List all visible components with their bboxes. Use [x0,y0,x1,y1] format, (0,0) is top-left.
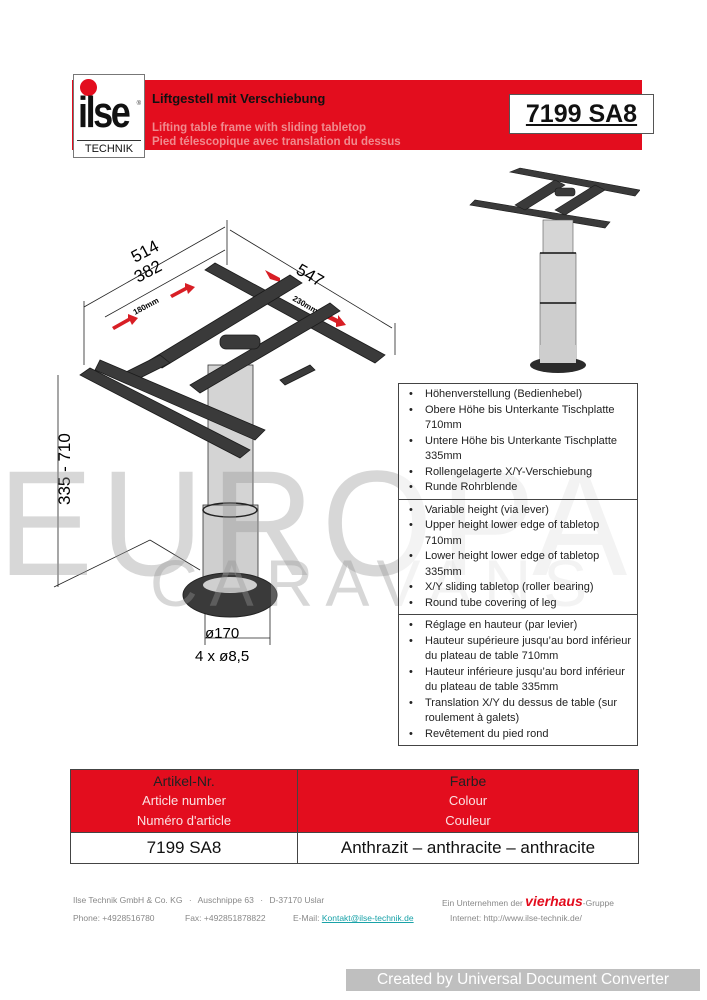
footer-city: D-37170 Uslar [269,895,325,905]
features-german: Höhenverstellung (Bedienhebel) Obere Höh… [399,384,637,500]
article-number-box: 7199 SA8 [509,94,654,134]
logo-red-dot-icon [80,79,97,96]
feature-item: X/Y sliding tabletop (roller bearing) [409,580,633,596]
feature-item: Lower height lower edge of tabletop 335m… [409,549,633,580]
features-french: Réglage en hauteur (par levier) Hauteur … [399,615,637,745]
footer-phone: Phone: +4928516780 [73,913,155,923]
footer-fax: Fax: +492851878822 [185,913,266,923]
email-link[interactable]: Kontakt@ilse-technik.de [321,913,414,923]
feature-item: Obere Höhe bis Unterkante Tischplatte 71… [409,403,633,434]
feature-item: Round tube covering of leg [409,596,633,612]
footer-group: Ein Unternehmen der vierhaus-Gruppe [442,893,614,909]
technical-drawing: 514 382 547 180mm 230mm 335 - 710 ø170 4… [53,220,396,665]
header-article-number: Artikel-Nr. Article number Numéro d'arti… [70,769,298,833]
feature-item: Revêtement du pied rond [409,727,633,743]
footer-street: Auschnippe 63 [197,895,254,905]
feature-item: Translation X/Y du dessus de table (sur … [409,696,633,727]
article-number: 7199 SA8 [525,100,638,128]
footer-company: Ilse Technik GmbH & Co. KG [73,895,183,905]
feature-item: Hauteur supérieure jusqu’au bord inférie… [409,634,633,665]
feature-item: Untere Höhe bis Unterkante Tischplatte 3… [409,434,633,465]
dim-holes: 4 x ø8,5 [195,648,249,665]
feature-item: Réglage en hauteur (par levier) [409,618,633,634]
converter-banner: Created by Universal Document Converter [346,969,700,991]
logo-registered-mark: ® [136,101,141,107]
footer-internet: Internet: http://www.ilse-technik.de/ [450,913,582,923]
title-french: Pied télescopique avec translation du de… [152,136,401,148]
slide-x: 180mm [132,296,161,317]
features-english: Variable height (via lever) Upper height… [399,500,637,615]
feature-item: Rollengelagerte X/Y-Verschiebung [409,465,633,481]
footer-email: E-Mail: Kontakt@ilse-technik.de [293,913,414,923]
logo-word: ilse [78,88,131,137]
title-english: Lifting table frame with sliding tableto… [152,122,367,134]
feature-item: Hauteur inférieure jusqu’au bord inférie… [409,665,633,696]
feature-item: Upper height lower edge of tabletop 710m… [409,518,633,549]
product-perspective-image [469,167,640,373]
header-colour: Farbe Colour Couleur [297,769,639,833]
footer-address: Ilse Technik GmbH & Co. KG · Auschnippe … [73,895,325,905]
title-german: Liftgestell mit Verschiebung [152,91,326,106]
logo-sub: TECHNIK [84,143,134,155]
ilse-technik-logo: ilse ® TECHNIK [73,74,145,158]
spec-table-header-row: Artikel-Nr. Article number Numéro d'arti… [70,769,639,833]
cell-colour: Anthrazit – anthracite – anthracite [297,832,639,864]
feature-item: Runde Rohrblende [409,480,633,496]
vierhaus-logo: vierhaus [525,893,583,909]
cell-article-number: 7199 SA8 [70,832,298,864]
table-row: 7199 SA8 Anthrazit – anthracite – anthra… [70,832,639,864]
footer-email-label: E-Mail: [293,913,320,923]
spec-table: Artikel-Nr. Article number Numéro d'arti… [70,769,639,864]
footer-group-suffix: -Gruppe [582,898,614,908]
dim-base-diameter: ø170 [205,625,239,642]
dim-height: 335 - 710 [55,433,74,505]
feature-list-box: Höhenverstellung (Bedienhebel) Obere Höh… [398,383,638,746]
logo-divider [77,140,141,141]
feature-item: Variable height (via lever) [409,503,633,519]
feature-item: Höhenverstellung (Bedienhebel) [409,387,633,403]
footer-group-prefix: Ein Unternehmen der [442,898,523,908]
